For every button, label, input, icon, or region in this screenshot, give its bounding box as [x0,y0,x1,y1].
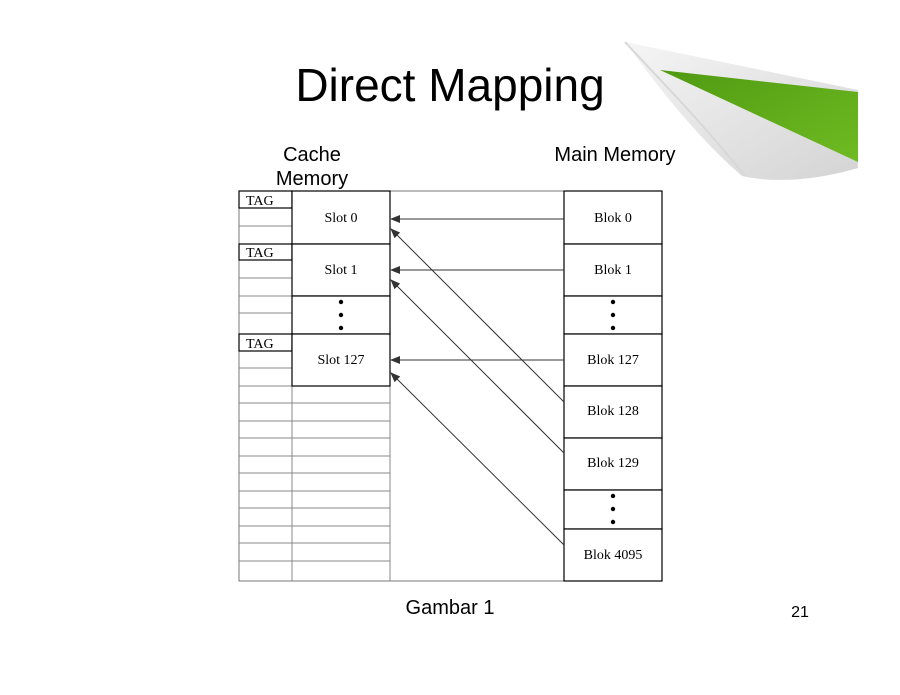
mapping-arrows [390,215,565,546]
main-block-0 [563,190,663,245]
tag-label-slot-0: TAG [246,194,274,209]
main-block-128-label: Blok 128 [587,404,639,419]
main-block-1 [563,243,663,297]
slide-title: Direct Mapping [295,59,605,111]
main-block-127 [563,333,663,387]
arrow-blok128-to-slot0 [390,228,565,403]
cache-slots [291,190,391,387]
tag-label-slot-127: TAG [246,337,274,352]
cache-slot-0 [291,190,391,245]
cache-memory-label: Cache Memory [262,143,362,191]
main-block-0-label: Blok 0 [594,211,632,226]
main-memory-label: Main Memory [554,144,676,166]
main-ellipsis-dots [610,299,616,525]
main-block-4095 [563,528,663,582]
cache-slot-1-label: Slot 1 [324,263,357,278]
main-block-128 [563,385,663,439]
main-block-129 [563,437,663,491]
main-block-4095-label: Blok 4095 [584,548,643,563]
arrow-blok4095-to-slot127 [390,372,565,546]
cache-ellipsis-dots [338,299,344,331]
tag-label-slot-1: TAG [246,246,274,261]
main-block-129-label: Blok 129 [587,456,639,471]
page-number: 21 [791,604,809,621]
main-block-1-label: Blok 1 [594,263,632,278]
figure-caption: Gambar 1 [405,597,495,619]
cache-label-line2: Memory [275,168,349,190]
arrow-blok129-to-slot1 [390,279,565,454]
cache-slot-127-label: Slot 127 [317,353,364,368]
cache-label-line1: Cache [283,144,341,166]
cache-slot-0-label: Slot 0 [324,211,357,226]
main-block-127-label: Blok 127 [587,353,639,368]
main-memory-blocks [563,190,663,582]
